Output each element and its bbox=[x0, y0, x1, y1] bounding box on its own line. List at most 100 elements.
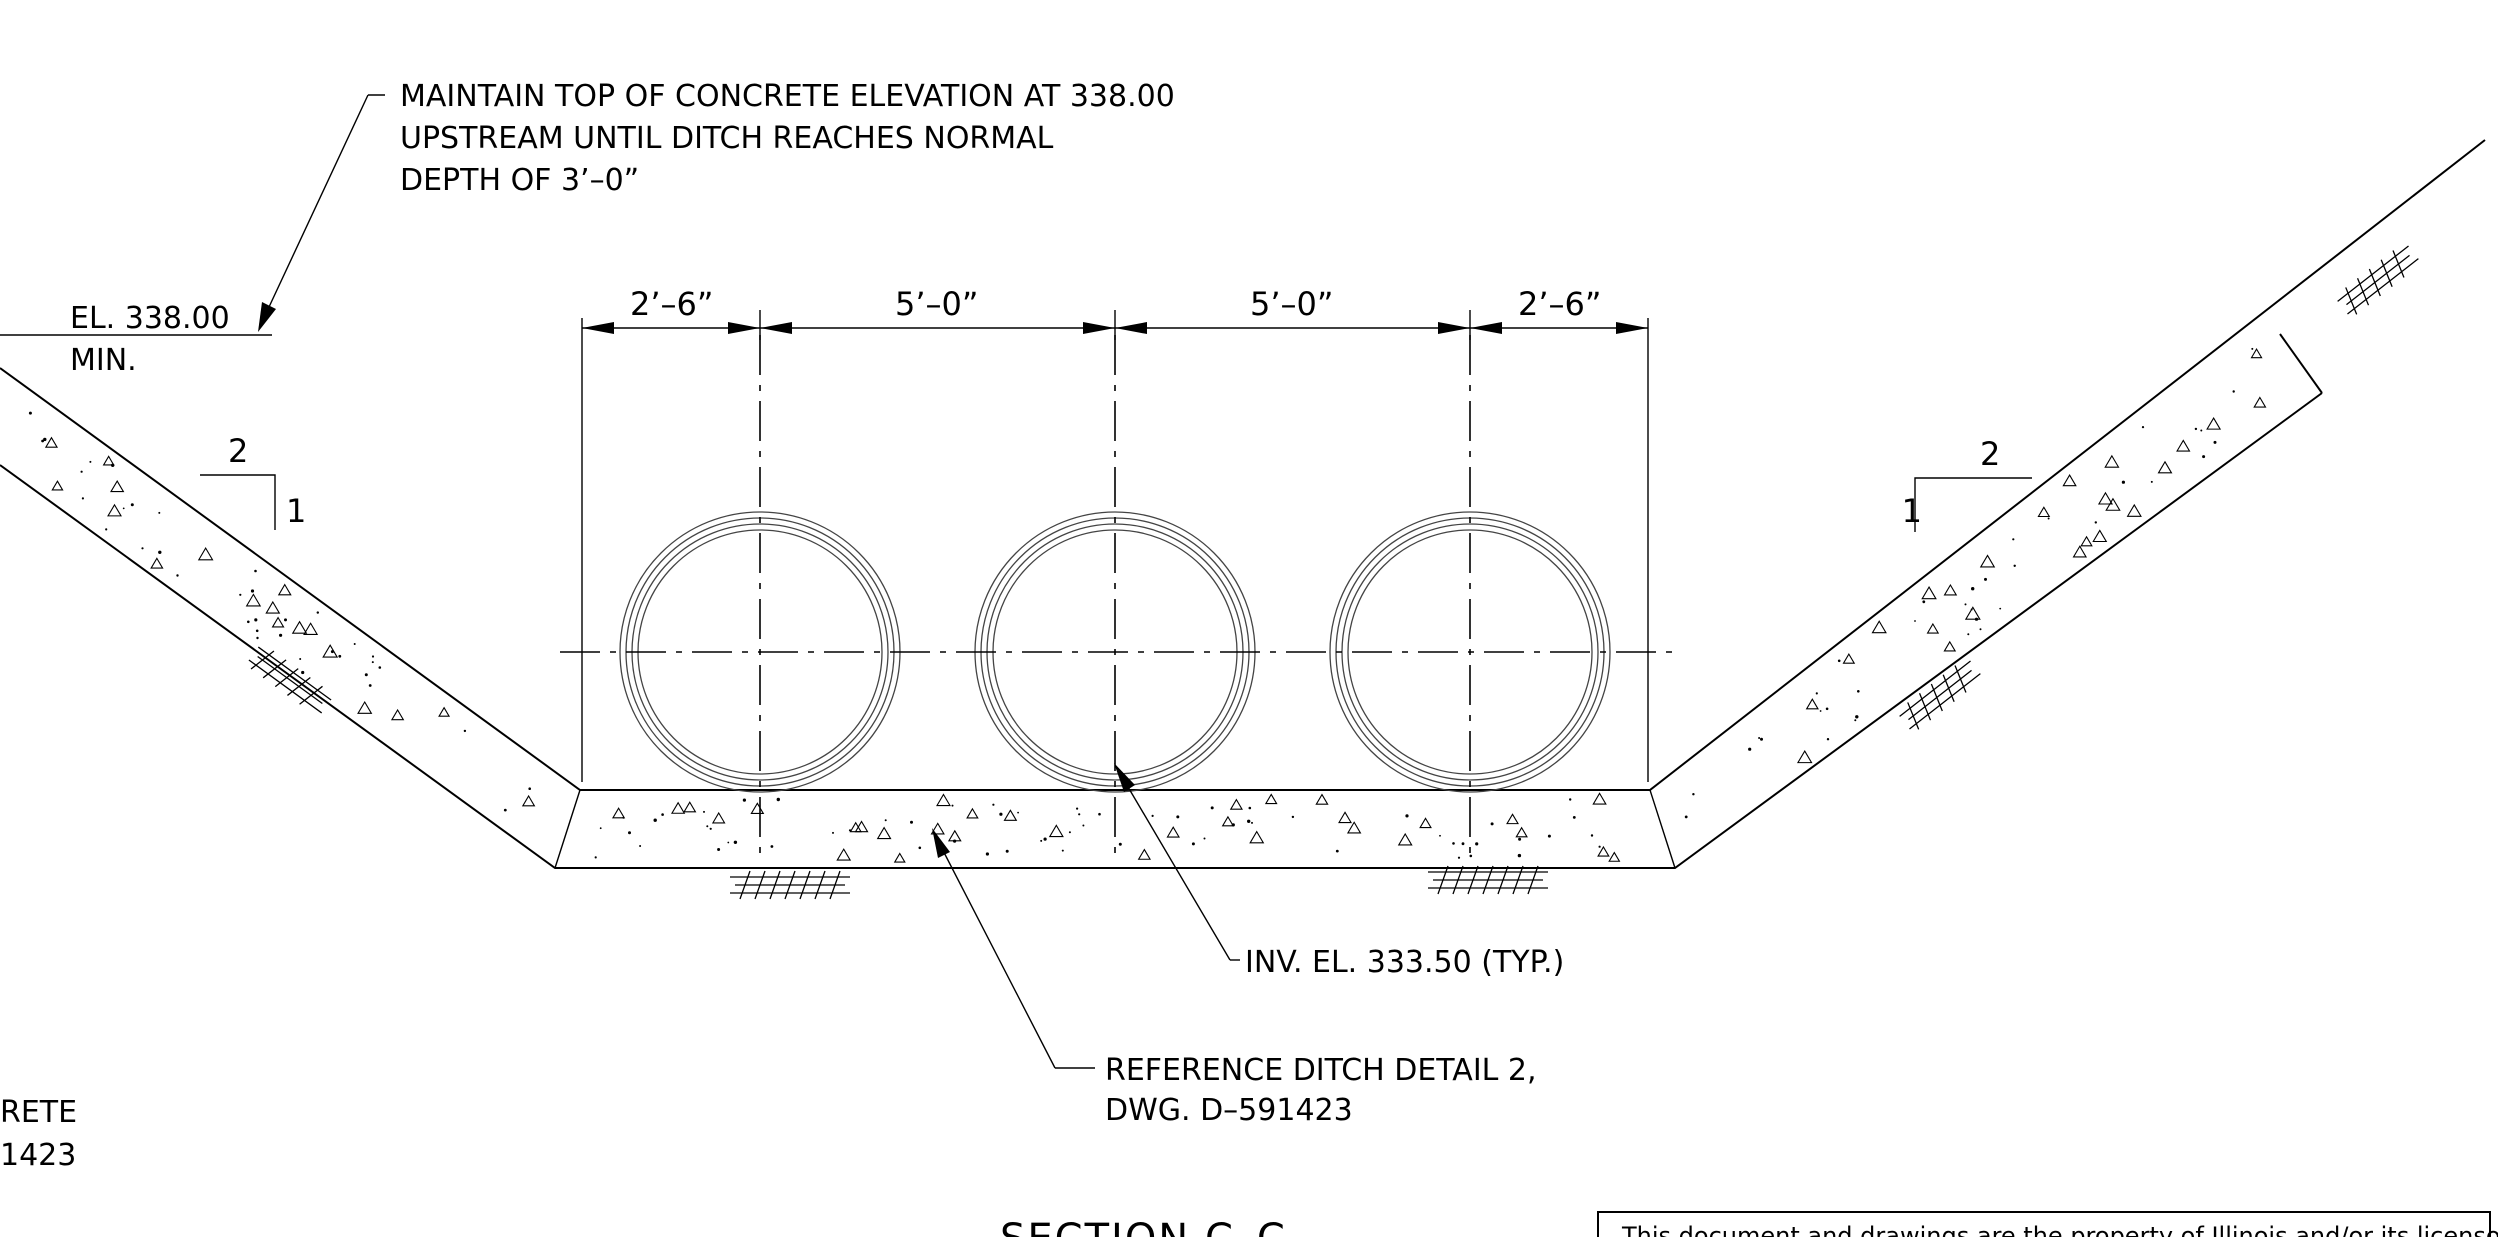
aggregate-dot bbox=[176, 574, 179, 577]
aggregate-dot bbox=[999, 812, 1003, 816]
aggregate-dot bbox=[703, 810, 705, 813]
aggregate-dot bbox=[250, 589, 255, 593]
aggregate-dot bbox=[1517, 853, 1522, 858]
aggregate-dot bbox=[1857, 690, 1860, 693]
aggregate-dot bbox=[1837, 659, 1841, 663]
aggregate-dot bbox=[1964, 603, 1967, 606]
aggregate-triangle bbox=[711, 811, 726, 824]
aggregate-dot bbox=[284, 618, 287, 622]
aggregate-triangle bbox=[2037, 506, 2051, 518]
aggregate-dot bbox=[770, 845, 774, 848]
aggregate-triangle bbox=[1397, 832, 1413, 846]
aggregate-triangle bbox=[265, 600, 281, 614]
aggregate-triangle bbox=[1964, 606, 1981, 620]
aggregate-triangle bbox=[1315, 793, 1329, 805]
joint-left bbox=[554, 789, 581, 869]
aggregate-triangle bbox=[2104, 454, 2120, 468]
aggregate-dot bbox=[1068, 831, 1071, 834]
aggregate-dot bbox=[1061, 849, 1064, 852]
aggregate-dot bbox=[918, 846, 922, 850]
aggregate-dot bbox=[639, 845, 642, 847]
aggregate-dot bbox=[2150, 480, 2153, 483]
aggregate-dot bbox=[239, 593, 242, 596]
aggregate-triangle bbox=[2206, 416, 2222, 430]
aggregate-dot bbox=[706, 825, 709, 828]
dimension-label-3: 5’–0” bbox=[1250, 285, 1333, 323]
aggregate-dot bbox=[1914, 620, 1916, 622]
aggregate-triangle bbox=[2176, 439, 2191, 452]
aggregate-dot bbox=[41, 439, 44, 443]
elevation-min-label: MIN. bbox=[70, 343, 137, 378]
aggregate-dot bbox=[28, 411, 32, 415]
aggregate-triangle bbox=[1592, 792, 1607, 805]
aggregate-dot bbox=[1819, 710, 1822, 712]
aggregate-triangle bbox=[1166, 826, 1180, 838]
aggregate-dot bbox=[2047, 517, 2050, 520]
section-title: SECTION C–C bbox=[1000, 1216, 1287, 1237]
aggregate-triangle bbox=[1003, 809, 1018, 821]
aggregate-dot bbox=[1572, 816, 1576, 819]
aggregate-triangle bbox=[438, 706, 451, 717]
aggregate-dot bbox=[1017, 811, 1019, 814]
slope-left-rise: 1 bbox=[286, 492, 306, 530]
aggregate-dot bbox=[2213, 440, 2217, 444]
aggregate-dot bbox=[1518, 837, 1522, 841]
aggregate-dot bbox=[717, 848, 721, 851]
dimension-label-4: 2’–6” bbox=[1518, 285, 1601, 323]
aggregate-dot bbox=[255, 629, 259, 633]
aggregate-triangle bbox=[1419, 817, 1432, 829]
aggregate-dot bbox=[1439, 834, 1441, 837]
aggregate-dot bbox=[1971, 587, 1975, 591]
aggregate-dot bbox=[1098, 812, 1101, 816]
aggregate-dot bbox=[1475, 842, 1479, 846]
aggregate-triangle bbox=[1346, 821, 1362, 834]
aggregate-dot bbox=[338, 654, 342, 658]
aggregate-dot bbox=[371, 655, 375, 658]
aggregate-triangle bbox=[1943, 583, 1958, 596]
reference-note-line1: REFERENCE DITCH DETAIL 2, bbox=[1105, 1053, 1537, 1088]
aggregate-triangle bbox=[102, 455, 115, 466]
aggregate-dot bbox=[1984, 577, 1987, 581]
aggregate-dot bbox=[599, 827, 602, 830]
aggregate-triangle bbox=[1979, 554, 1996, 568]
aggregate-dot bbox=[1598, 845, 1601, 848]
aggregate-dot bbox=[1970, 608, 1973, 611]
aggregate-triangle bbox=[357, 700, 373, 714]
aggregate-dot bbox=[1247, 819, 1251, 823]
aggregate-dot bbox=[2012, 538, 2015, 541]
joint-right bbox=[1649, 789, 1676, 869]
aggregate-triangle bbox=[1871, 620, 1887, 634]
aggregate-triangle bbox=[2092, 529, 2108, 543]
aggregate-dot bbox=[1231, 823, 1235, 827]
aggregate-pattern bbox=[28, 347, 2267, 863]
aggregate-dot bbox=[594, 856, 597, 859]
aggregate-dot bbox=[105, 528, 108, 531]
earth-hatch-left-slope bbox=[248, 646, 332, 714]
aggregate-dot bbox=[364, 673, 368, 677]
aggregate-triangle bbox=[750, 802, 765, 815]
aggregate-dot bbox=[1078, 813, 1081, 816]
slope-indicator-left bbox=[200, 474, 276, 530]
aggregate-triangle bbox=[2250, 348, 2263, 359]
aggregate-triangle bbox=[947, 829, 962, 842]
dimension-label-2: 5’–0” bbox=[895, 285, 978, 323]
aggregate-dot bbox=[1569, 798, 1572, 801]
aggregate-triangle bbox=[110, 479, 125, 493]
aggregate-dot bbox=[528, 787, 531, 790]
aggregate-dot bbox=[2013, 564, 2016, 567]
aggregate-dot bbox=[628, 831, 631, 835]
aggregate-dot bbox=[1248, 806, 1252, 810]
stamp-box bbox=[1597, 1211, 2491, 1237]
aggregate-dot bbox=[1191, 842, 1195, 846]
aggregate-triangle bbox=[2253, 396, 2267, 408]
dimension-chain bbox=[581, 310, 1649, 782]
slope-right-run: 2 bbox=[1980, 435, 2000, 473]
aggregate-triangle bbox=[1264, 793, 1278, 805]
aggregate-dot bbox=[1210, 806, 1214, 810]
aggregate-dot bbox=[254, 569, 257, 573]
aggregate-dot bbox=[2232, 390, 2235, 393]
aggregate-triangle bbox=[197, 547, 214, 561]
dimension-label-1: 2’–6” bbox=[630, 285, 713, 323]
aggregate-dot bbox=[80, 470, 83, 473]
